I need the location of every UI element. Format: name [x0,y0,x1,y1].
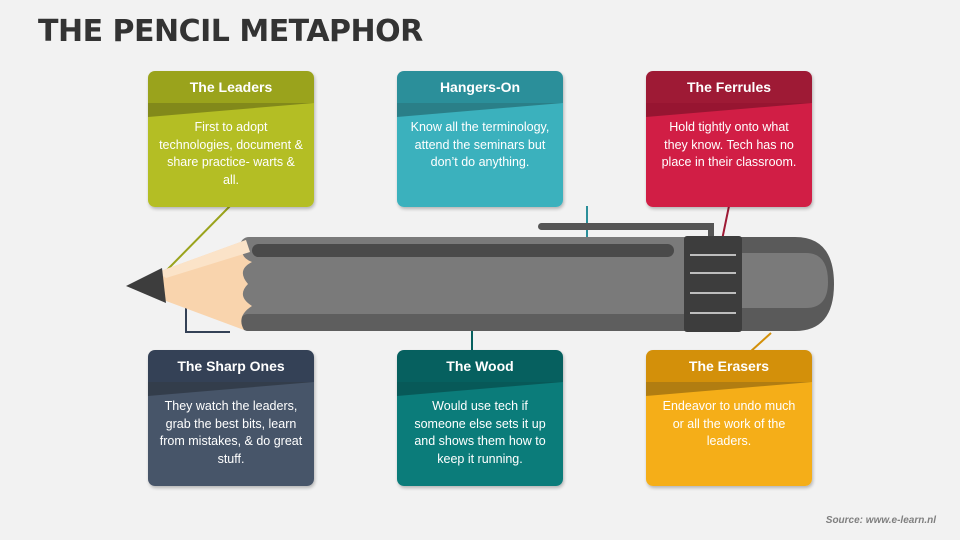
pencil-clip [538,223,714,239]
card-hangers-on: Hangers-On Know all the terminology, att… [397,71,563,207]
card-text: Hold tightly onto what they know. Tech h… [661,120,797,169]
card-wood: The Wood Would use tech if someone else … [397,350,563,486]
card-text: Endeavor to undo much or all the work of… [662,399,796,448]
page-title: THE PENCIL METAPHOR [38,14,423,49]
card-text: First to adopt technologies, document & … [159,120,303,187]
card-header: Hangers-On [397,71,563,103]
connector-sharp-ones [185,308,230,333]
pencil-wood [158,240,252,330]
card-sharp-ones: The Sharp Ones They watch the leaders, g… [148,350,314,486]
card-erasers: The Erasers Endeavor to undo much or all… [646,350,812,486]
card-header: The Sharp Ones [148,350,314,382]
source-credit: Source: www.e-learn.nl [825,515,936,526]
card-text: Know all the terminology, attend the sem… [410,120,550,169]
card-header: The Leaders [148,71,314,103]
card-ferrules: The Ferrules Hold tightly onto what they… [646,71,812,207]
card-leaders: The Leaders First to adopt technologies,… [148,71,314,207]
pencil-tip [126,268,166,303]
card-header: The Erasers [646,350,812,382]
connector-leaders [164,205,231,273]
card-header: The Wood [397,350,563,382]
pencil-body [240,237,694,331]
card-text: Would use tech if someone else sets it u… [414,399,546,466]
pencil-ferrule [684,236,742,332]
connector-erasers [749,332,772,353]
card-header: The Ferrules [646,71,812,103]
card-text: They watch the leaders, grab the best bi… [159,399,303,466]
connector-ferrules [721,205,730,241]
